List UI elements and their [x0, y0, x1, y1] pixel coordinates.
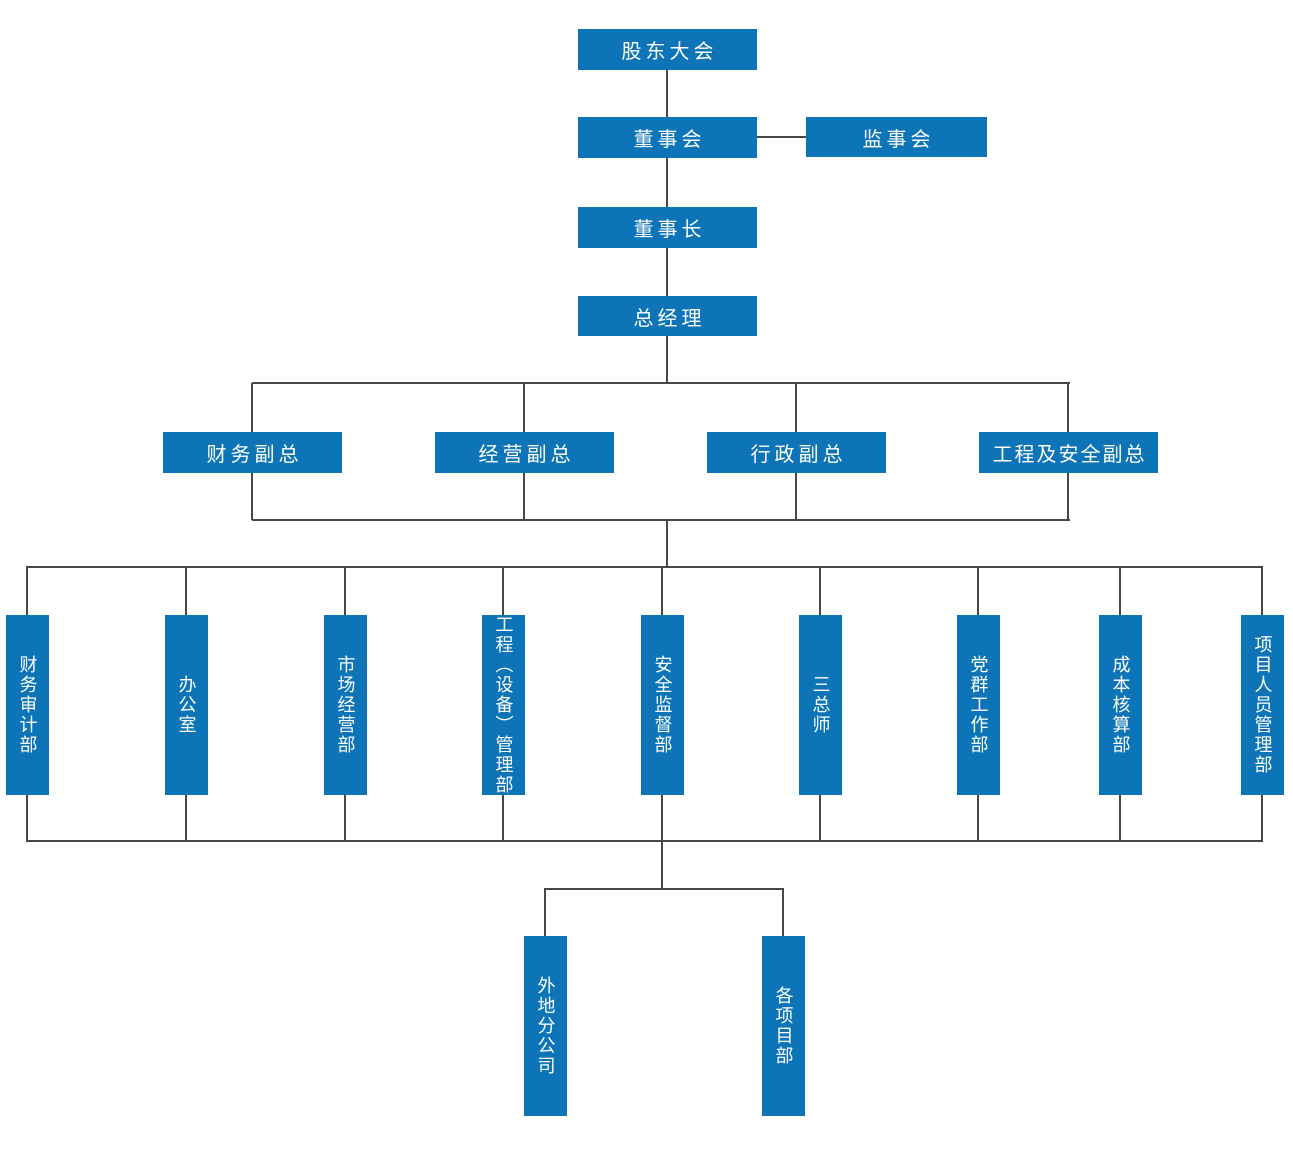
connector-vp4-down: [1067, 473, 1069, 520]
connector-dept1-down: [26, 795, 28, 841]
connector-drop-vp4: [1067, 383, 1069, 432]
node-dept-office: 办公室: [165, 615, 208, 795]
connector-drop-dept6: [819, 567, 821, 615]
node-dept-project-personnel: 项目人员管理部: [1241, 615, 1284, 795]
connector-vp-bracket-bottom: [252, 519, 1070, 521]
connector-dept4-down: [502, 795, 504, 841]
connector-drop-branch: [544, 889, 546, 936]
node-vp-administration: 行政副总: [707, 432, 886, 473]
connector-drop-vp3: [795, 383, 797, 432]
connector-chairman-gm: [666, 248, 668, 296]
node-project-departments: 各项目部: [762, 936, 805, 1116]
node-dept-safety-supervision: 安全监督部: [641, 615, 684, 795]
connector-board-chairman: [666, 158, 668, 207]
connector-drop-dept4: [502, 567, 504, 615]
connector-mid-down: [666, 520, 668, 567]
node-branch-companies: 外地分公司: [524, 936, 567, 1116]
connector-vp1-down: [251, 473, 253, 520]
connector-gm-down: [666, 336, 668, 383]
connector-dept3-down: [344, 795, 346, 841]
connector-dept9-down: [1261, 795, 1263, 841]
connector-dept2-down: [185, 795, 187, 841]
connector-bottom-down: [661, 841, 663, 889]
connector-drop-dept2: [185, 567, 187, 615]
connector-drop-dept9: [1261, 567, 1263, 615]
connector-shareholders-board: [666, 70, 668, 117]
connector-dept-bracket-bottom: [26, 840, 1263, 842]
node-chairman: 董事长: [578, 207, 757, 248]
connector-dept-bracket-top: [26, 566, 1263, 568]
node-vp-finance: 财务副总: [163, 432, 342, 473]
connector-dept8-down: [1119, 795, 1121, 841]
connector-drop-projects: [782, 889, 784, 936]
connector-drop-dept5: [661, 567, 663, 615]
connector-drop-vp1: [251, 383, 253, 432]
node-general-manager: 总经理: [578, 296, 757, 336]
node-dept-three-chief-engineers: 三总师: [799, 615, 842, 795]
connector-vp3-down: [795, 473, 797, 520]
node-dept-finance-audit: 财务审计部: [6, 615, 49, 795]
connector-drop-dept1: [26, 567, 28, 615]
connector-dept5-down: [661, 795, 663, 841]
connector-drop-vp2: [523, 383, 525, 432]
connector-dept6-down: [819, 795, 821, 841]
node-supervisory-board: 监事会: [806, 117, 987, 157]
connector-drop-dept7: [977, 567, 979, 615]
node-shareholders-meeting: 股东大会: [578, 29, 757, 70]
connector-board-supervisory: [757, 136, 806, 138]
node-dept-party-mass-work: 党群工作部: [957, 615, 1000, 795]
node-board-of-directors: 董事会: [578, 117, 757, 158]
connector-bottom-bracket: [544, 888, 784, 890]
connector-vp2-down: [523, 473, 525, 520]
node-dept-marketing: 市场经营部: [324, 615, 367, 795]
connector-drop-dept8: [1119, 567, 1121, 615]
node-dept-engineering-equipment: 工程（设备）管理部: [482, 615, 525, 795]
node-vp-operations: 经营副总: [435, 432, 614, 473]
node-dept-cost-accounting: 成本核算部: [1099, 615, 1142, 795]
connector-drop-dept3: [344, 567, 346, 615]
connector-dept7-down: [977, 795, 979, 841]
node-vp-engineering-safety: 工程及安全副总: [979, 432, 1158, 473]
connector-vp-bracket-top: [252, 382, 1070, 384]
